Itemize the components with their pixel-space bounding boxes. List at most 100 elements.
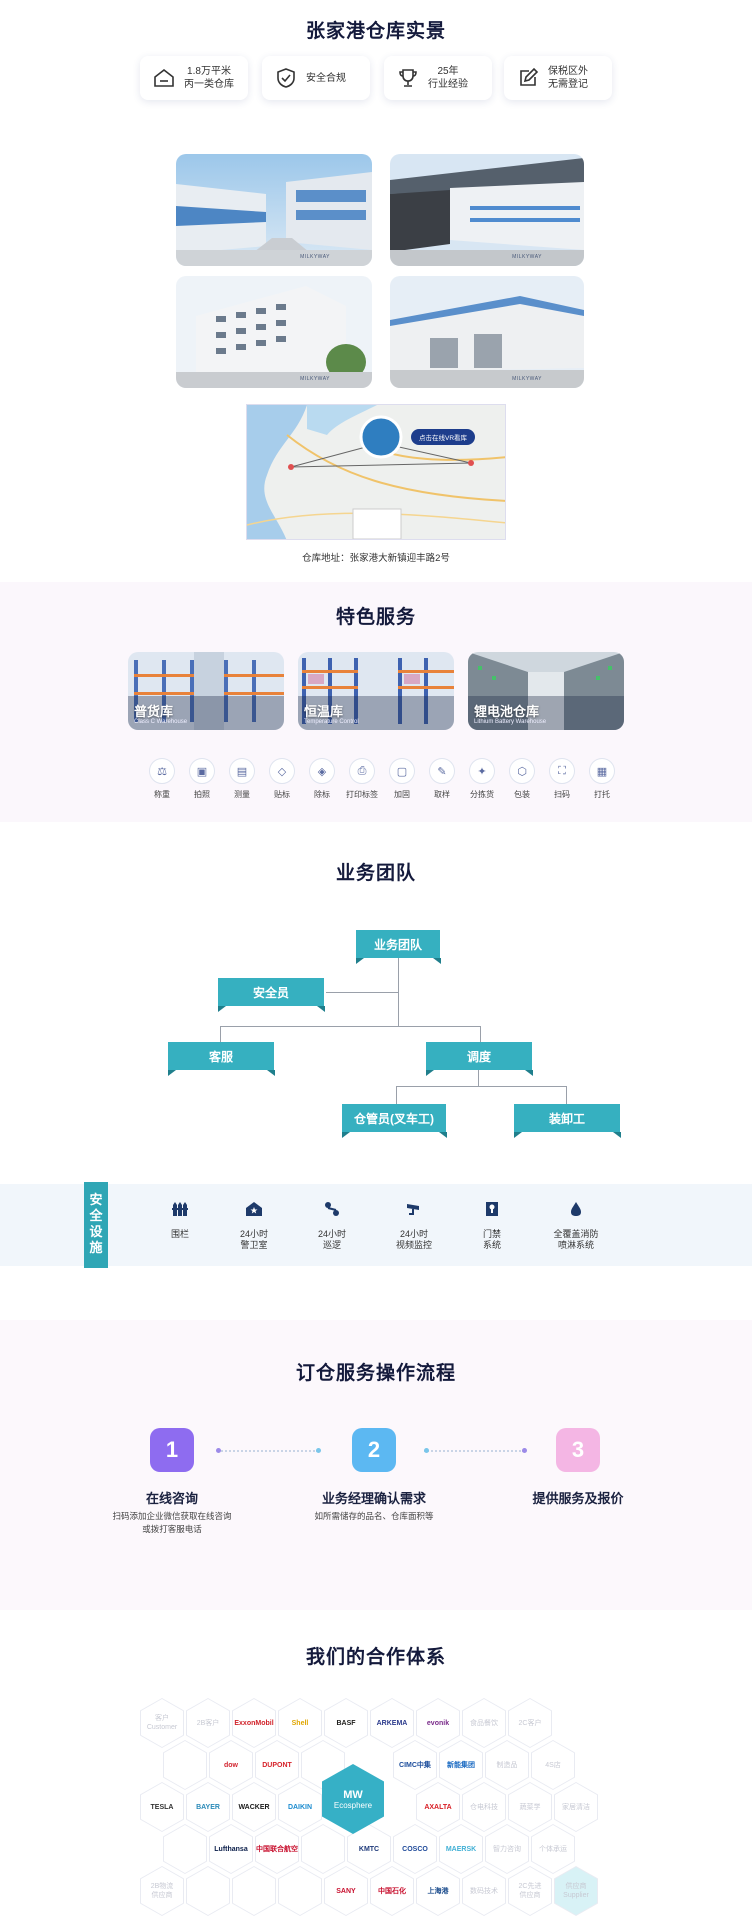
tool-pallet-label: 打托	[594, 790, 610, 799]
safety-item-guard: 24小时 警卫室	[224, 1200, 284, 1251]
partner-hex: COSCO	[393, 1824, 437, 1874]
patrol-icon	[325, 1202, 339, 1216]
feature-area-text: 1.8万平米 丙一类仓库	[184, 66, 234, 90]
warehouse-photo-1[interactable]: MILKYWAY	[176, 154, 372, 266]
safety-tag-text: 安全设施	[89, 1192, 103, 1255]
partner-logo: 家居清洁	[555, 1783, 597, 1831]
warehouse-photo-2[interactable]: MILKYWAY	[390, 154, 584, 266]
partner-logo	[279, 1867, 321, 1915]
tool-sample-label: 取样	[434, 790, 450, 799]
service-card-temperature[interactable]: 恒温库 Temperature Control	[298, 652, 454, 730]
warehouse-photo-4[interactable]: MILKYWAY	[390, 276, 584, 388]
partner-logo: DAIKIN	[279, 1783, 321, 1831]
org-line	[396, 1086, 397, 1104]
safety-item-patrol-label: 24小时 巡逻	[317, 1229, 346, 1250]
general-warehouse-image	[128, 652, 284, 730]
partner-hex	[232, 1866, 276, 1916]
safety-item-access: 门禁 系统	[462, 1200, 522, 1251]
partner-logo: Shell	[279, 1699, 321, 1747]
service-card-lithium-en: Lithium Battery Warehouse	[474, 719, 547, 725]
tool-pallet[interactable]: ▦打托	[582, 758, 622, 800]
safety-item-fence-label: 围栏	[170, 1229, 189, 1239]
partner-logo: 2C客户	[509, 1699, 551, 1747]
tool-weigh[interactable]: ⚖称重	[142, 758, 182, 800]
tool-label-label: 贴标	[274, 790, 290, 799]
service-card-lithium[interactable]: 锂电池仓库 Lithium Battery Warehouse	[468, 652, 624, 730]
partner-logo: 智力咨询	[486, 1825, 528, 1873]
tool-photo-label: 拍照	[194, 790, 210, 799]
photo-watermark-2: MILKYWAY	[512, 254, 542, 260]
sort-icon: ✦	[469, 758, 495, 784]
partner-hex	[186, 1866, 230, 1916]
org-line	[566, 1086, 567, 1104]
tool-photo[interactable]: ▣ 拍照	[182, 758, 222, 800]
partner-hex: 新能集团	[439, 1740, 483, 1790]
safety-tag: 安全设施	[84, 1182, 108, 1268]
partner-logo: 2B物流 供应商	[141, 1867, 183, 1915]
process-title: 订仓服务操作流程	[295, 1363, 456, 1384]
partner-hex: dow	[209, 1740, 253, 1790]
step-dot	[216, 1448, 221, 1453]
camera-icon: ▣	[189, 758, 215, 784]
guard-room-icon	[246, 1202, 262, 1216]
partner-logo: WACKER	[233, 1783, 275, 1831]
feature-compliance: 安全合规	[262, 56, 370, 100]
service-card-lithium-name: 锂电池仓库	[474, 704, 540, 719]
tool-label[interactable]: ◇ 贴标	[262, 758, 302, 800]
partner-hex: AXALTA	[416, 1782, 460, 1832]
edit-icon	[520, 67, 539, 86]
camera-icon	[407, 1204, 419, 1215]
partner-hex: WACKER	[232, 1782, 276, 1832]
tool-reinforce[interactable]: ▢加固	[382, 758, 422, 800]
org-line	[396, 1086, 566, 1087]
org-line	[478, 1070, 479, 1086]
pipette-icon: ✎	[429, 758, 455, 784]
tool-sort[interactable]: ✦分拣货	[462, 758, 502, 800]
org-line	[326, 992, 398, 993]
safety-item-camera-label: 24小时 视频监控	[395, 1229, 432, 1250]
partners-title: 我们的合作体系	[305, 1647, 446, 1668]
tool-measure-label: 测量	[234, 790, 250, 799]
partner-logo: ExxonMobil	[233, 1699, 275, 1747]
vr-tour-button[interactable]: 点击在线VR看库	[411, 429, 476, 445]
org-line	[220, 1026, 221, 1042]
step-1-title: 在线咨询	[145, 1491, 198, 1506]
partner-logo: 制造品	[486, 1741, 528, 1789]
photo-watermark-3: MILKYWAY	[300, 376, 330, 382]
temperature-warehouse-image	[298, 652, 454, 730]
trophy-icon	[399, 69, 417, 87]
partner-hex: 家居清洁	[554, 1782, 598, 1832]
partner-logo	[302, 1825, 344, 1873]
tool-print[interactable]: ⎙打印标签	[342, 758, 382, 800]
tool-measure[interactable]: ▤测量	[222, 758, 262, 800]
warehouse-photo-3[interactable]: MILKYWAY	[176, 276, 372, 388]
tool-scan[interactable]: ⛶扫码	[542, 758, 582, 800]
tool-remove-label[interactable]: ◈除标	[302, 758, 342, 800]
org-line	[480, 1026, 481, 1042]
location-map[interactable]: 点击在线VR看库	[246, 404, 506, 540]
service-card-temperature-en: Temperature Control	[304, 719, 359, 725]
partner-hex	[301, 1824, 345, 1874]
scan-icon: ⛶	[549, 758, 575, 784]
partner-logo: BAYER	[187, 1783, 229, 1831]
partner-hex: DAIKIN	[278, 1782, 322, 1832]
partner-hex: MAERSK	[439, 1824, 483, 1874]
partner-hex: BAYER	[186, 1782, 230, 1832]
partner-hex: 个体承运	[531, 1824, 575, 1874]
tool-pack[interactable]: ⬡包装	[502, 758, 542, 800]
partner-hex: 2B物流 供应商	[140, 1866, 184, 1916]
tag-icon: ◇	[269, 758, 295, 784]
partner-logo: COSCO	[394, 1825, 436, 1873]
tool-sample[interactable]: ✎ 取样	[422, 758, 462, 800]
safety-item-sprinkler: 全覆盖消防 喷淋系统	[544, 1200, 608, 1251]
step-connector	[218, 1450, 318, 1452]
partner-logo: evonik	[417, 1699, 459, 1747]
service-card-general[interactable]: 普货库 Class C Warehouse	[128, 652, 284, 730]
partner-hex: 上海港	[416, 1866, 460, 1916]
step-3-badge: 3	[556, 1428, 600, 1472]
partner-logo: 新能集团	[440, 1741, 482, 1789]
org-node-loader: 装卸工	[514, 1104, 621, 1138]
safety-item-guard-label: 24小时 警卫室	[239, 1229, 268, 1250]
tool-weigh-label: 称重	[154, 790, 170, 799]
step-dot	[424, 1448, 429, 1453]
